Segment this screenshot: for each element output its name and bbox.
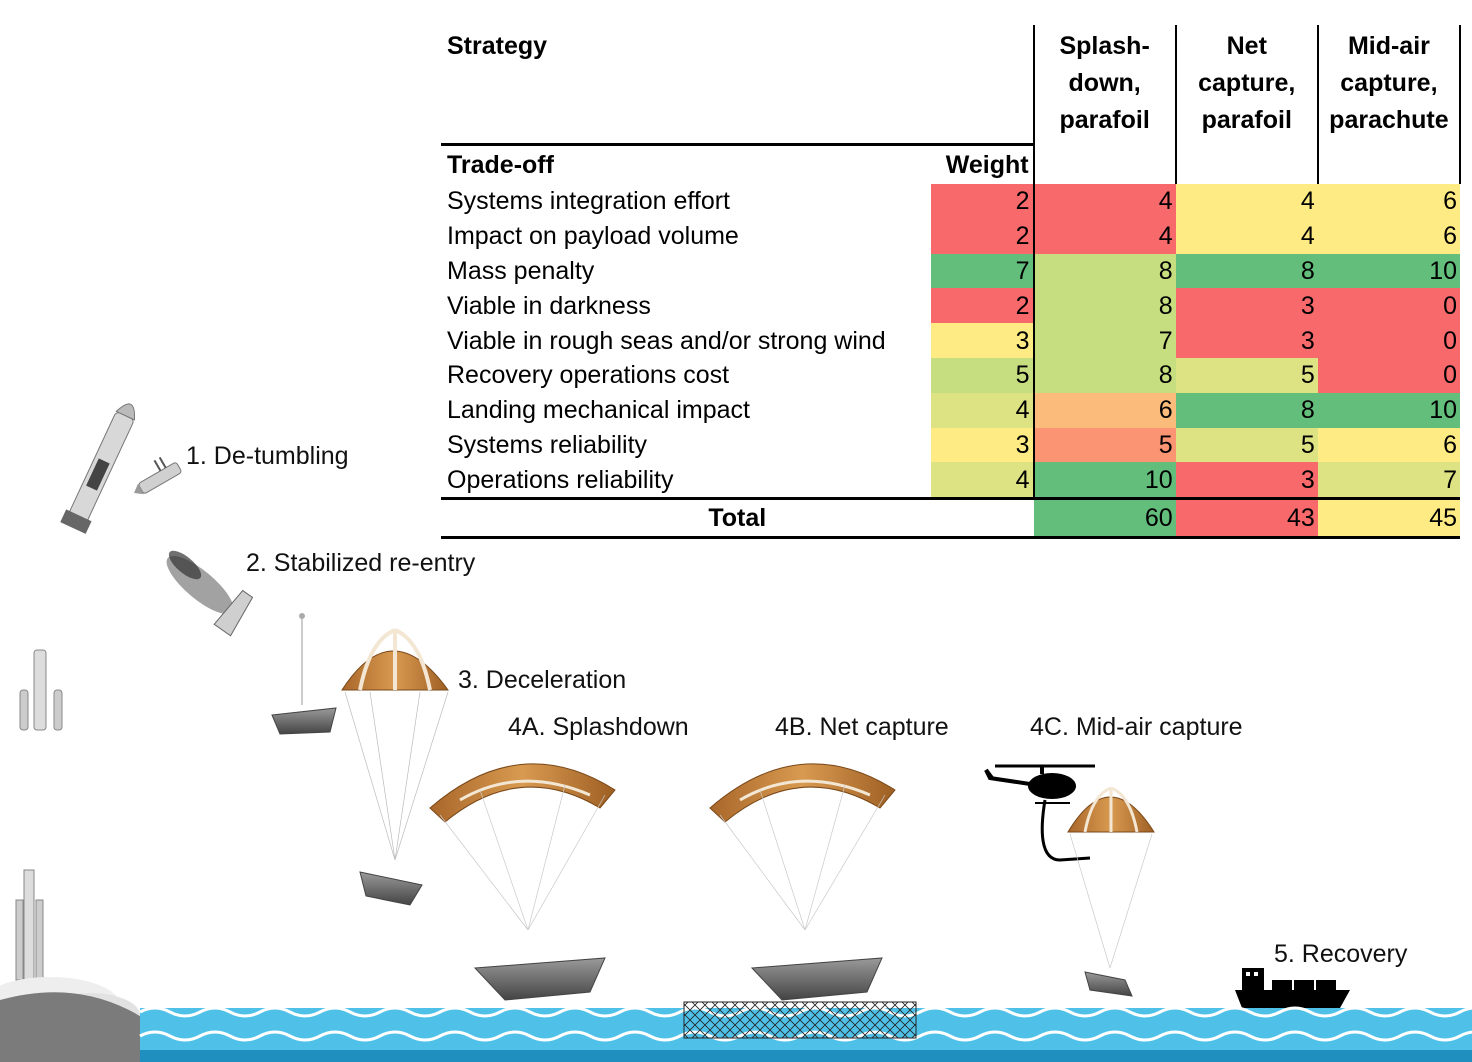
helicopter-icon (984, 764, 1095, 862)
option-header-2: Net capture, parafoil (1174, 25, 1319, 184)
strategy-header: Strategy (447, 32, 548, 60)
parafoil-icon (429, 763, 616, 931)
reentry-plume (166, 550, 234, 615)
score-cell: 8 (1033, 288, 1176, 324)
weight-cell: 2 (931, 184, 1035, 219)
label-recovery: 5. Recovery (1274, 940, 1408, 968)
criterion-cell: Systems integration effort (447, 187, 731, 216)
weight-cell: 2 (931, 288, 1035, 324)
capsule-icon (213, 589, 254, 637)
score-cell: 3 (1175, 288, 1318, 324)
tradeoff-header: Trade-off (441, 143, 932, 184)
criterion-cell: Viable in darkness (447, 291, 651, 320)
label-splashdown: 4A. Splashdown (508, 713, 689, 741)
criterion-cell: Viable in rough seas and/or strong wind (447, 326, 886, 355)
option-header-1: Splash-down, parafoil (1032, 25, 1177, 184)
label-net-capture: 4B. Net capture (775, 713, 949, 741)
score-cell: 7 (1033, 323, 1176, 358)
score-cell: 3 (1175, 462, 1318, 499)
criterion-cell: Mass penalty (447, 256, 595, 285)
parachute-icon (1067, 786, 1155, 969)
capsule-icon (271, 707, 337, 735)
weight-cell: 2 (931, 218, 1035, 254)
capsule-icon (1084, 971, 1133, 997)
criterion-cell: Operations reliability (447, 465, 674, 494)
weight-cell: 7 (931, 253, 1035, 289)
score-cell: 7 (1317, 462, 1460, 499)
score-cell: 10 (1317, 253, 1460, 289)
score-cell: 5 (1175, 357, 1318, 393)
total-cell: 60 (1033, 497, 1176, 540)
label-reentry: 2. Stabilized re-entry (246, 549, 476, 577)
criterion-cell: Landing mechanical impact (447, 396, 750, 425)
score-cell: 8 (1175, 392, 1318, 428)
score-cell: 4 (1175, 184, 1318, 219)
weight-cell: 4 (931, 462, 1035, 499)
total-cell: 45 (1317, 497, 1460, 540)
weight-header: Weight (931, 143, 1035, 184)
rocket-icon (60, 403, 135, 534)
label-detumbling: 1. De-tumbling (186, 442, 349, 470)
score-cell: 10 (1317, 392, 1460, 428)
score-cell: 0 (1317, 288, 1460, 324)
net-icon (683, 1001, 917, 1039)
score-cell: 0 (1317, 357, 1460, 393)
score-cell: 5 (1175, 427, 1318, 463)
capsule-icon (359, 871, 423, 906)
table-row: Viable in rough seas and/or strong wind 3… (441, 323, 1460, 358)
score-cell: 6 (1317, 184, 1460, 219)
score-cell: 10 (1033, 462, 1176, 499)
option-header-3: Mid-air capture, parachute (1316, 25, 1462, 184)
score-cell: 4 (1175, 218, 1318, 254)
upper-stage-icon (134, 456, 182, 495)
score-cell: 5 (1033, 427, 1176, 463)
rocket-icon (19, 649, 63, 731)
criterion-cell: Impact on payload volume (447, 222, 739, 251)
parachute-icon (341, 628, 449, 861)
weight-cell: 5 (931, 357, 1035, 393)
label-deceleration: 3. Deceleration (458, 666, 626, 694)
ship-icon (1235, 968, 1350, 1008)
criterion-cell: Systems reliability (447, 430, 648, 459)
capsule-icon (750, 957, 883, 1001)
score-cell: 8 (1033, 357, 1176, 393)
score-cell: 4 (1033, 218, 1176, 254)
weight-cell: 3 (931, 323, 1035, 358)
weight-cell: 4 (931, 392, 1035, 428)
score-cell: 3 (1175, 323, 1318, 358)
total-label: Total (441, 497, 1034, 540)
score-cell: 6 (1033, 392, 1176, 428)
criterion-cell: Recovery operations cost (447, 361, 730, 390)
score-cell: 8 (1175, 253, 1318, 289)
score-cell: 0 (1317, 323, 1460, 358)
score-cell: 8 (1033, 253, 1176, 289)
score-cell: 4 (1033, 184, 1176, 219)
label-midair-capture: 4C. Mid-air capture (1030, 713, 1243, 741)
weight-cell: 3 (931, 427, 1035, 463)
launch-pad-icon (0, 869, 170, 1062)
score-cell: 6 (1317, 218, 1460, 254)
parafoil-icon (709, 763, 896, 931)
capsule-icon (473, 957, 606, 1001)
score-cell: 6 (1317, 427, 1460, 463)
total-cell: 43 (1175, 497, 1318, 540)
